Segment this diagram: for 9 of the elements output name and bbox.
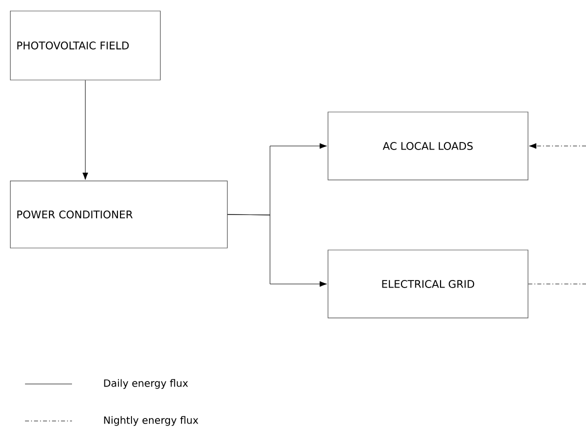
process-box: PHOTOVOLTAIC FIELD xyxy=(10,10,161,80)
process-box: ELECTRICAL GRID xyxy=(328,250,528,318)
process-box: POWER CONDITIONER xyxy=(10,180,228,248)
arrow xyxy=(82,80,88,180)
legend-label: Daily energy flux xyxy=(104,379,188,389)
dashed-arrow xyxy=(529,143,586,149)
process-box: AC LOCAL LOADS xyxy=(328,112,528,180)
arrow xyxy=(227,214,327,287)
legend-label: Nightly energy flux xyxy=(104,416,198,426)
